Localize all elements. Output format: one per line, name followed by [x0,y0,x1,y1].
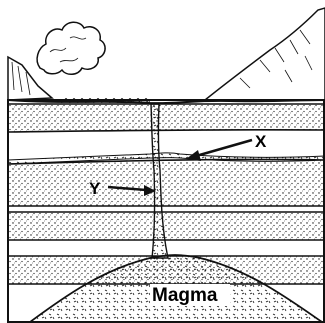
label-y: Y [89,179,101,198]
rock-layer-3 [8,160,325,206]
label-magma: Magma [152,285,218,306]
rock-layer-5 [8,212,325,240]
label-x: X [255,132,267,151]
rock-layer-1 [8,104,325,132]
